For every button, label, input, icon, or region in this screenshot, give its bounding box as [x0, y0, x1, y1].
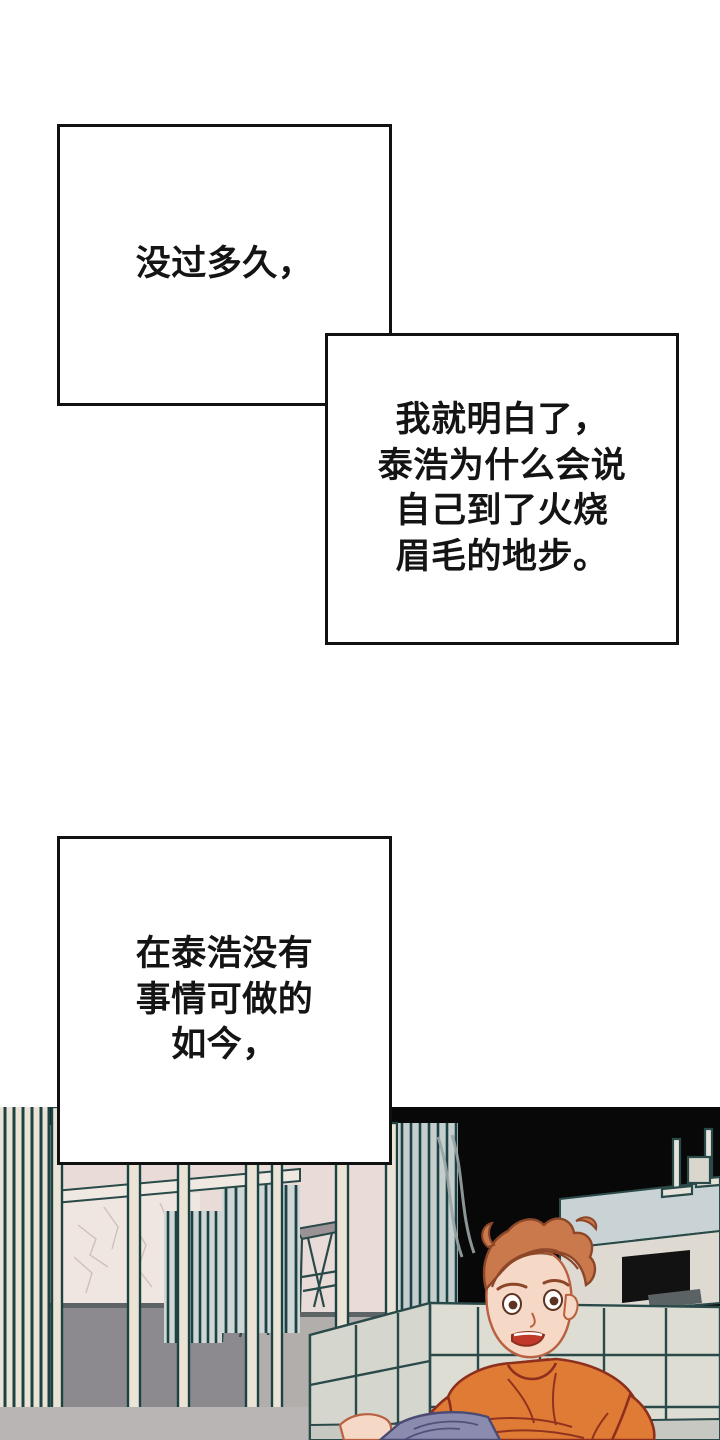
- right-sleeve: [610, 1392, 656, 1440]
- hair-strands: [497, 1248, 559, 1276]
- slat-partition-foreground: [0, 1107, 399, 1440]
- wainscot-cap: [0, 1303, 250, 1308]
- nose: [529, 1312, 536, 1328]
- narration-panel-3: 在泰浩没有 事情可做的 如今，: [57, 836, 392, 1165]
- slat-screen-back: [164, 1185, 300, 1343]
- seated-man: [338, 1216, 656, 1440]
- candle-holders: [660, 1127, 720, 1199]
- shirt-collar: [506, 1362, 558, 1381]
- narration-panel-1-text: 没过多久，: [135, 244, 314, 285]
- narration-panel-3-text: 在泰浩没有 事情可做的 如今，: [135, 934, 314, 1066]
- eyes: [502, 1289, 563, 1315]
- slat-screen-right: [398, 1123, 476, 1313]
- eyebrow-left: [496, 1282, 528, 1291]
- wainscot-cap-right: [250, 1312, 390, 1317]
- illustration-svg: [0, 1107, 720, 1440]
- panel-overlap-seam: [328, 336, 390, 404]
- narration-panel-2: 我就明白了， 泰浩为什么会说 自己到了火烧 眉毛的地步。: [325, 333, 679, 645]
- ear: [562, 1293, 579, 1321]
- trousers: [378, 1411, 502, 1440]
- narration-panel-2-text: 我就明白了， 泰浩为什么会说 自己到了火烧 眉毛的地步。: [377, 400, 627, 577]
- teeth: [513, 1332, 543, 1337]
- bar-lounge-illustration: [0, 1107, 720, 1440]
- eyebrow-right: [542, 1279, 570, 1287]
- side-table: [559, 1127, 720, 1319]
